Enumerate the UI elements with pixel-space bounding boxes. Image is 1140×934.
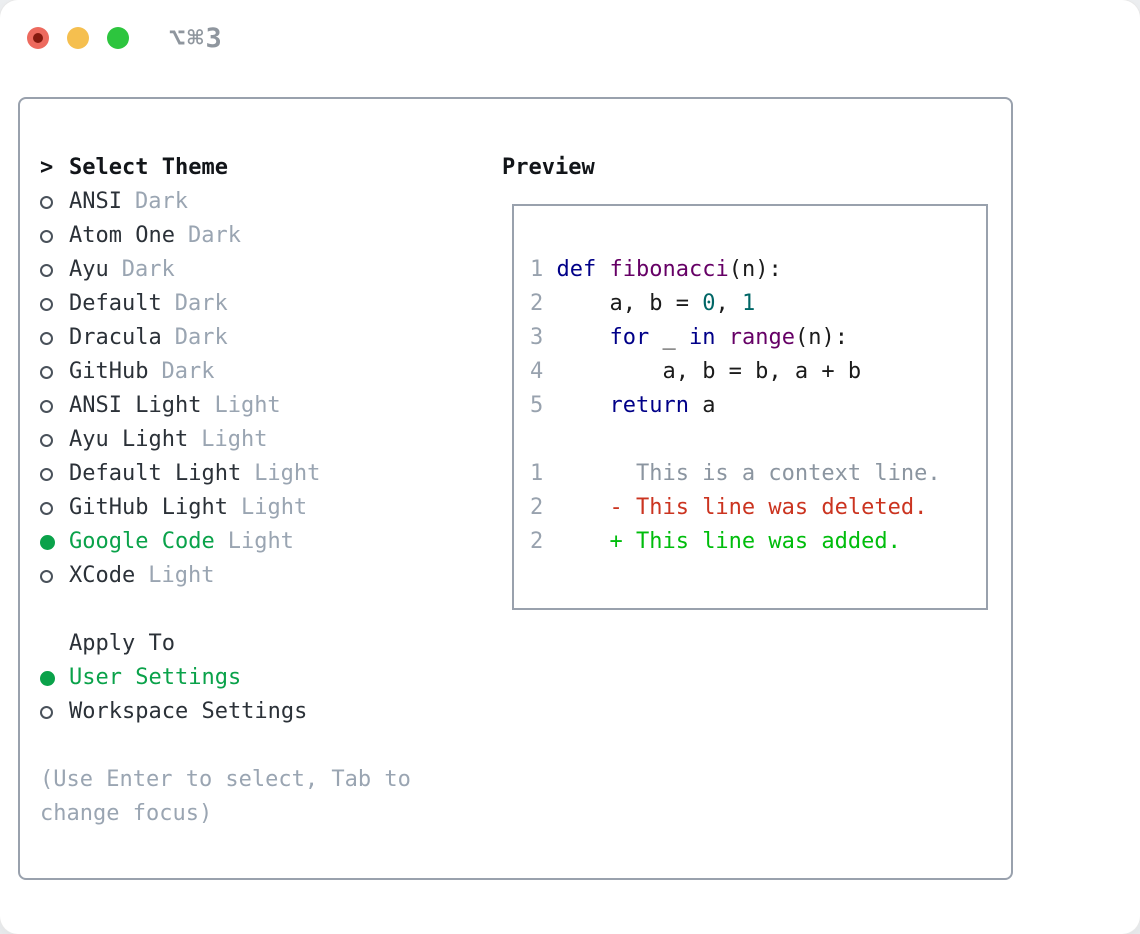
code-line: 2 + This line was added.: [530, 529, 901, 554]
code-line: 4 a, b = b, a + b: [530, 359, 862, 384]
radio-icon: [40, 705, 53, 719]
selection-caret-icon: >: [40, 155, 54, 180]
line-number: 4: [530, 359, 544, 384]
radio-icon: [40, 297, 53, 311]
traffic-light-close-button[interactable]: [27, 27, 49, 49]
radio-icon: [40, 365, 53, 379]
item-label: Ayu Light: [69, 427, 189, 452]
code-line: 2 a, b = 0, 1: [530, 291, 756, 316]
select-theme-title: Select Theme: [69, 155, 228, 180]
line-number: 2: [530, 529, 544, 554]
item-variant-label: Dark: [121, 257, 175, 282]
apply-option-user-settings[interactable]: User Settings: [40, 661, 490, 695]
item-label: Atom One: [69, 223, 175, 248]
apply-option-workspace-settings[interactable]: Workspace Settings: [40, 695, 490, 729]
item-variant-label: Dark: [134, 189, 188, 214]
code-line: 1 def fibonacci(n):: [530, 257, 782, 282]
item-label: Workspace Settings: [69, 699, 308, 724]
item-label: GitHub: [69, 359, 149, 384]
theme-item-xcode[interactable]: XCode Light: [40, 559, 490, 593]
theme-item-ansi[interactable]: ANSI Dark: [40, 185, 490, 219]
line-number: 1: [530, 461, 544, 486]
item-variant-label: Dark: [187, 223, 241, 248]
theme-item-ansi-light[interactable]: ANSI Light Light: [40, 389, 490, 423]
theme-item-ayu[interactable]: Ayu Dark: [40, 253, 490, 287]
apply-to-header: Apply To: [40, 627, 490, 661]
radio-icon: [40, 501, 53, 515]
item-label: Ayu: [69, 257, 109, 282]
radio-icon: [40, 467, 53, 481]
theme-item-google-code[interactable]: Google Code Light: [40, 525, 490, 559]
theme-item-dracula[interactable]: Dracula Dark: [40, 321, 490, 355]
code-line: 2 - This line was deleted.: [530, 495, 928, 520]
code-line: 5 return a: [530, 393, 716, 418]
radio-icon: [40, 263, 53, 277]
item-variant-label: Light: [148, 563, 215, 588]
traffic-light-zoom-button[interactable]: [107, 27, 129, 49]
item-variant-label: Light: [227, 529, 294, 554]
item-label: GitHub Light: [69, 495, 228, 520]
traffic-light-minimize-button[interactable]: [67, 27, 89, 49]
item-label: Dracula: [69, 325, 162, 350]
item-variant-label: Dark: [161, 359, 215, 384]
item-variant-label: Light: [240, 495, 308, 520]
line-number: 2: [530, 291, 544, 316]
item-label: Default: [69, 291, 162, 316]
item-label: User Settings: [69, 665, 242, 690]
item-label: Default Light: [69, 461, 242, 486]
item-variant-label: Dark: [174, 325, 228, 350]
preview-title: Preview: [502, 155, 595, 180]
titlebar: ⌥⌘3: [0, 0, 1140, 76]
item-label: ANSI Light: [69, 393, 202, 418]
window-shortcut-label: ⌥⌘3: [169, 22, 224, 54]
code-preview: 1 def fibonacci(n): 2 a, b = 0, 1 3 for _ …: [514, 206, 986, 559]
item-variant-label: Light: [254, 461, 321, 486]
radio-icon: [40, 569, 53, 583]
radio-selected-icon: [40, 534, 55, 550]
item-label: Google Code: [69, 529, 215, 554]
code-line: 1 This is a context line.: [530, 461, 941, 486]
radio-icon: [40, 433, 53, 447]
radio-icon: [40, 195, 53, 209]
theme-item-default[interactable]: Default Dark: [40, 287, 490, 321]
apply-to-title: Apply To: [69, 631, 175, 656]
radio-selected-icon: [40, 670, 55, 686]
radio-icon: [40, 399, 53, 413]
line-number: 3: [530, 325, 544, 350]
spacer: [40, 593, 490, 627]
theme-item-atom-one[interactable]: Atom One Dark: [40, 219, 490, 253]
code-line: 3 for _ in range(n):: [530, 325, 848, 350]
select-theme-header: > Select Theme: [40, 151, 490, 185]
item-variant-label: Light: [214, 393, 281, 418]
line-number: 5: [530, 393, 544, 418]
preview-box: 1 def fibonacci(n): 2 a, b = 0, 1 3 for _ …: [512, 204, 988, 610]
code-line: [530, 423, 986, 457]
theme-item-github[interactable]: GitHub Dark: [40, 355, 490, 389]
theme-item-ayu-light[interactable]: Ayu Light Light: [40, 423, 490, 457]
line-number: 1: [530, 257, 544, 282]
line-number: 2: [530, 495, 544, 520]
radio-icon: [40, 331, 53, 345]
theme-item-default-light[interactable]: Default Light Light: [40, 457, 490, 491]
keyboard-hint-text: (Use Enter to select, Tab to change focu…: [40, 767, 411, 826]
item-variant-label: Light: [201, 427, 268, 452]
radio-icon: [40, 229, 53, 243]
item-label: XCode: [69, 563, 136, 588]
item-variant-label: Dark: [174, 291, 228, 316]
item-label: ANSI: [69, 189, 122, 214]
theme-item-github-light[interactable]: GitHub Light Light: [40, 491, 490, 525]
